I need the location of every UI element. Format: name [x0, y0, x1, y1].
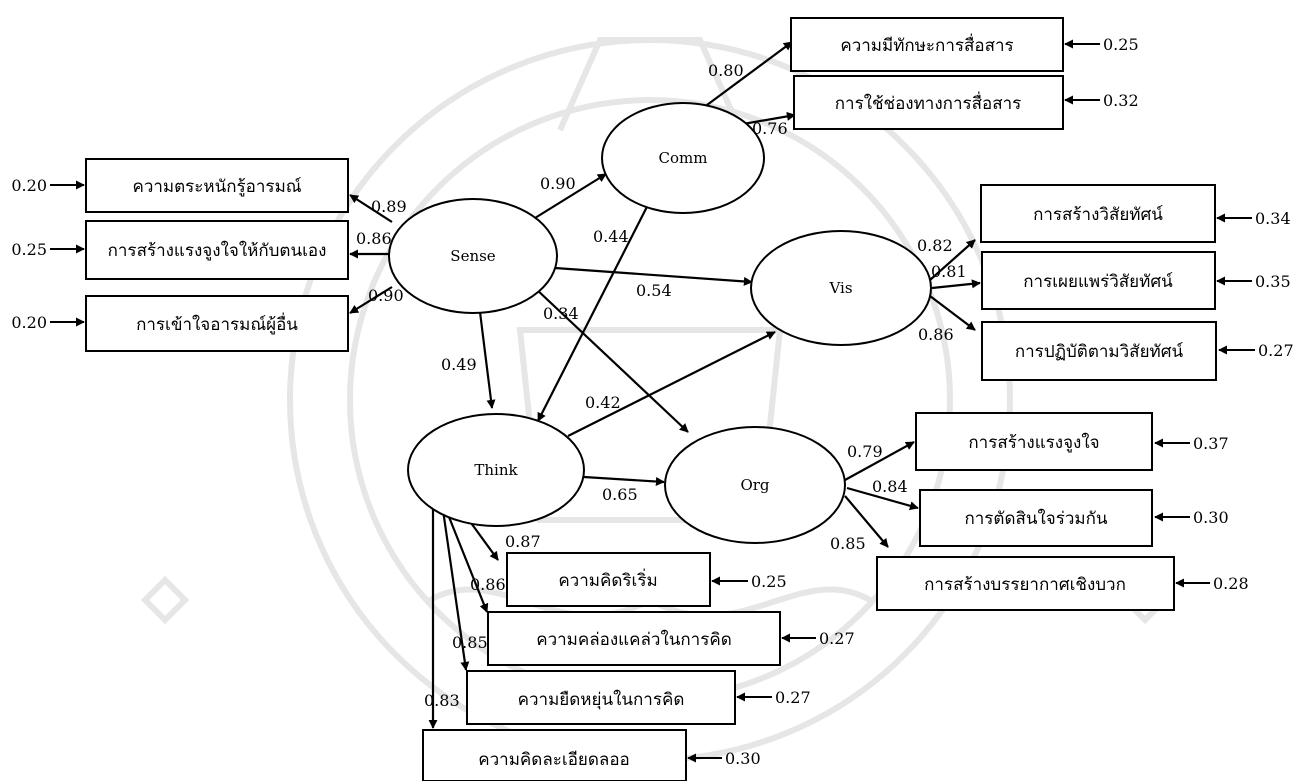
indicator-sense-1: ความตระหนักรู้อารมณ์	[85, 158, 349, 213]
path-comm-think	[537, 190, 656, 422]
latent-think: Think	[407, 413, 585, 527]
loading-arrow-org-3	[844, 495, 889, 548]
coef-sense-think: 0.49	[441, 355, 477, 374]
indicator-comm-2: การใช้ช่องทางการสื่อสาร	[793, 75, 1064, 130]
indicator-org-1: การสร้างแรงจูงใจ	[915, 412, 1153, 471]
indicator-label: การใช้ช่องทางการสื่อสาร	[835, 91, 1022, 114]
latent-label: Think	[474, 461, 518, 479]
indicator-label: การตัดสินใจร่วมกัน	[964, 508, 1107, 529]
loading-think-3: 0.85	[452, 633, 488, 652]
coef-sense-vis: 0.54	[636, 281, 672, 300]
indicator-label: ความตระหนักรู้อารมณ์	[132, 177, 301, 197]
indicator-label: ความมีทักษะการสื่อสาร	[840, 33, 1013, 56]
indicator-think-3: ความยืดหยุ่นในการคิด	[466, 670, 736, 725]
latent-sense: Sense	[388, 198, 558, 314]
indicator-org-2: การตัดสินใจร่วมกัน	[919, 489, 1153, 547]
coef-sense-org: 0.34	[543, 304, 579, 323]
indicator-comm-1: ความมีทักษะการสื่อสาร	[790, 17, 1064, 72]
coef-comm-think: 0.44	[593, 227, 629, 246]
path-sense-comm	[534, 173, 607, 219]
error-sense-1: 0.20	[11, 176, 47, 195]
loading-org-2: 0.84	[872, 477, 908, 496]
loading-arrow-sense-1	[349, 194, 393, 223]
indicator-label: ความคิดละเอียดลออ	[478, 750, 630, 770]
indicator-label: ความยืดหยุ่นในการคิด	[518, 689, 685, 710]
loading-vis-2: 0.81	[931, 262, 967, 281]
indicator-label: ความคล่องแคล่วในการคิด	[536, 629, 732, 650]
indicator-think-2: ความคล่องแคล่วในการคิด	[487, 611, 781, 666]
coef-think-org: 0.65	[602, 485, 638, 504]
coef-think-vis: 0.42	[585, 393, 621, 412]
indicator-think-1: ความคิดริเริ่ม	[506, 552, 711, 607]
loading-arrow-sense-3	[349, 286, 393, 314]
loading-arrow-vis-3	[929, 295, 976, 331]
indicator-label: การสร้างแรงจูงใจให้กับตนเอง	[108, 240, 327, 261]
latent-label: Sense	[450, 247, 496, 265]
error-vis-1: 0.34	[1255, 209, 1291, 228]
indicator-label: ความคิดริเริ่ม	[558, 568, 657, 591]
loading-arrow-think-3	[441, 509, 470, 671]
loading-org-3: 0.85	[830, 534, 866, 553]
error-vis-2: 0.35	[1255, 272, 1291, 291]
loading-vis-1: 0.82	[917, 236, 953, 255]
indicator-vis-3: การปฏิบัติตามวิสัยทัศน์	[981, 321, 1217, 381]
loading-arrow-org-1	[844, 441, 915, 481]
coef-sense-comm: 0.90	[540, 174, 576, 193]
indicator-label: การปฏิบัติตามวิสัยทัศน์	[1015, 342, 1184, 362]
loading-arrow-think-2	[445, 511, 489, 613]
indicator-label: การเข้าใจอารมณ์ผู้อื่น	[136, 312, 298, 335]
error-think-4: 0.30	[725, 749, 761, 768]
error-comm-1: 0.25	[1103, 35, 1139, 54]
latent-label: Comm	[659, 149, 708, 167]
error-comm-2: 0.32	[1103, 91, 1139, 110]
indicator-vis-1: การสร้างวิสัยทัศน์	[980, 184, 1216, 243]
indicator-label: การสร้างบรรยากาศเชิงบวก	[924, 575, 1126, 595]
loading-think-4: 0.83	[424, 691, 460, 710]
loading-sense-2: 0.86	[356, 229, 392, 248]
error-sense-2: 0.25	[11, 240, 47, 259]
indicator-sense-2: การสร้างแรงจูงใจให้กับตนเอง	[85, 220, 349, 280]
loading-org-1: 0.79	[847, 442, 883, 461]
loading-vis-3: 0.86	[918, 325, 954, 344]
path-sense-think	[478, 311, 496, 409]
latent-org: Org	[664, 426, 846, 544]
error-think-2: 0.27	[819, 629, 855, 648]
indicator-sense-3: การเข้าใจอารมณ์ผู้อื่น	[85, 295, 349, 352]
path-sense-org	[534, 287, 689, 433]
path-sense-vis	[554, 266, 753, 286]
error-vis-3: 0.27	[1258, 341, 1294, 360]
error-sense-3: 0.20	[11, 313, 47, 332]
loading-arrow-vis-2	[931, 279, 981, 290]
latent-label: Vis	[828, 279, 852, 297]
loading-think-2: 0.86	[470, 575, 506, 594]
loading-arrow-vis-1	[929, 239, 976, 281]
error-org-1: 0.37	[1193, 434, 1229, 453]
path-think-org	[583, 475, 665, 486]
indicator-org-3: การสร้างบรรยากาศเชิงบวก	[876, 556, 1175, 611]
latent-label: Org	[740, 476, 769, 494]
loading-sense-1: 0.89	[371, 197, 407, 216]
loading-arrow-org-2	[846, 486, 919, 511]
loading-comm-1: 0.80	[708, 61, 744, 80]
latent-vis: Vis	[750, 230, 932, 346]
error-think-3: 0.27	[775, 688, 811, 707]
indicator-think-4: ความคิดละเอียดลออ	[422, 729, 687, 781]
error-org-2: 0.30	[1193, 508, 1229, 527]
loading-think-1: 0.87	[505, 532, 541, 551]
indicator-label: การสร้างแรงจูงใจ	[968, 432, 1099, 453]
indicator-label: การเผยแพร่วิสัยทัศน์	[1023, 272, 1173, 292]
error-org-3: 0.28	[1213, 574, 1249, 593]
path-think-vis	[567, 331, 776, 437]
indicator-label: การสร้างวิสัยทัศน์	[1033, 205, 1163, 225]
loading-sense-3: 0.90	[368, 286, 404, 305]
latent-comm: Comm	[601, 102, 765, 214]
error-think-1: 0.25	[751, 572, 787, 591]
indicator-vis-2: การเผยแพร่วิสัยทัศน์	[981, 251, 1216, 310]
loading-comm-2: 0.76	[752, 119, 788, 138]
